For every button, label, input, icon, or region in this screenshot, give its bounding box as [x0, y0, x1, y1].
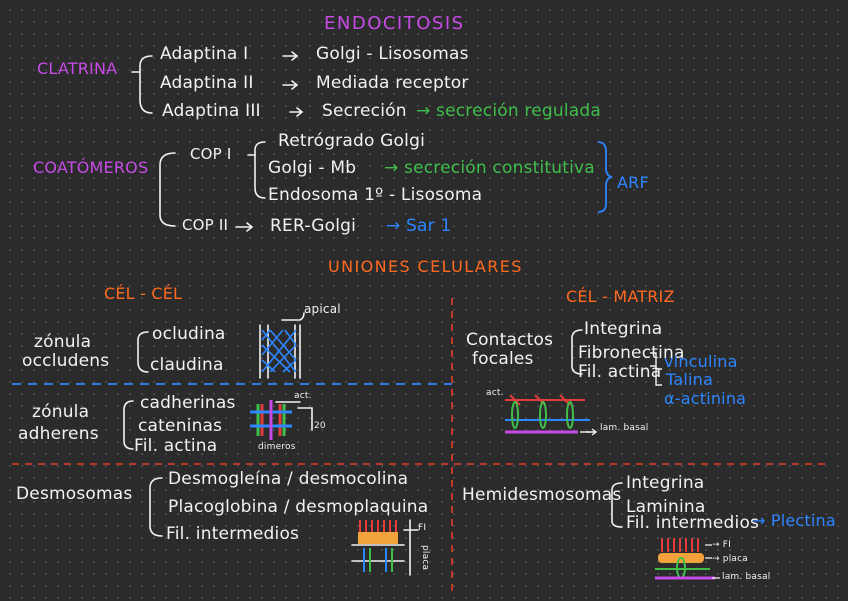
adaptina-1: Adaptina I	[160, 46, 248, 63]
cel-cel-heading: CÉL - CÉL	[104, 286, 182, 302]
hemidesmosomas-title: Hemidesmosomas	[462, 487, 622, 504]
uniones-title: UNIONES CELULARES	[328, 259, 523, 275]
cop2-sar1: → Sar 1	[386, 218, 451, 235]
cop1-retrogrado: Retrógrado Golgi	[278, 133, 425, 150]
apical-label: apical	[304, 303, 341, 315]
cadherinas: cadherinas	[140, 395, 236, 412]
secrecion-regulada: → secreción regulada	[416, 103, 601, 120]
lam-basal-hemi: lam. basal	[722, 573, 770, 582]
desmogleina: Desmogleína / desmocolina	[168, 471, 408, 488]
cop1-endosoma: Endosoma 1º - Lisosoma	[268, 187, 482, 204]
contactos-focales-title-1: Contactos	[466, 332, 553, 349]
fil-intermedios-hemi: Fil. intermedios	[626, 515, 759, 532]
alfa-actinina: α-actinina	[664, 391, 746, 407]
fil-actina-focal: Fil. actina	[578, 364, 661, 381]
adaptina-2-target: Mediada receptor	[316, 75, 469, 92]
zonula-adherens-title-2: adherens	[18, 426, 99, 443]
act-label-focal: act.	[486, 389, 504, 398]
fi-label-hemi: → FI	[712, 541, 731, 550]
adaptina-1-target: Golgi - Lisosomas	[316, 46, 469, 63]
placoglobina: Placoglobina / desmoplaquina	[168, 499, 428, 516]
act-label-adherens: act.	[294, 392, 312, 401]
fi-label-desmosoma: FI	[418, 524, 426, 533]
zonula-occludens-title-2: occludens	[22, 353, 109, 370]
arf-label: ARF	[617, 175, 649, 191]
zonula-adherens-title-1: zónula	[32, 404, 89, 421]
coatomeros-label: COATÓMEROS	[33, 160, 148, 176]
vinculina: vinculina	[664, 354, 738, 370]
cop2-target: RER-Golgi	[270, 218, 356, 235]
endocitosis-title: ENDOCITOSIS	[324, 15, 465, 33]
plectina: → Plectina	[752, 513, 836, 529]
fil-actina-adherens: Fil. actina	[134, 438, 217, 455]
contactos-focales-title-2: focales	[472, 351, 534, 368]
cop1-golgi-mb: Golgi - Mb	[268, 160, 356, 177]
ocludina: ocludina	[152, 326, 226, 343]
cop2-label: COP II	[182, 218, 228, 233]
clatrina-label: CLATRINA	[37, 61, 117, 77]
cateninas: cateninas	[138, 418, 222, 435]
placa-label-hemi: → placa	[712, 555, 748, 564]
secrecion-constitutiva: → secreción constitutiva	[384, 160, 595, 177]
cop1-label: COP I	[190, 147, 232, 162]
integrina-hemi: Integrina	[626, 475, 704, 492]
adaptina-3: Adaptina III	[162, 103, 261, 120]
dimeros-label: dimeros	[258, 443, 296, 452]
lam-basal-focal: lam. basal	[600, 424, 648, 433]
desmosomas-title: Desmosomas	[16, 486, 132, 503]
adaptina-3-target: Secreción	[322, 103, 407, 120]
placa-label-desmosoma: placa	[420, 545, 429, 570]
zonula-occludens-title-1: zónula	[34, 334, 91, 351]
integrina-focal: Integrina	[584, 321, 662, 338]
fil-intermedios-desmosomas: Fil. intermedios	[166, 526, 299, 543]
talina: Talina	[666, 372, 713, 388]
adaptina-2: Adaptina II	[160, 75, 254, 92]
label-20: 20	[314, 422, 326, 431]
cel-matriz-heading: CÉL - MATRIZ	[566, 289, 675, 305]
claudina: claudina	[150, 357, 224, 374]
